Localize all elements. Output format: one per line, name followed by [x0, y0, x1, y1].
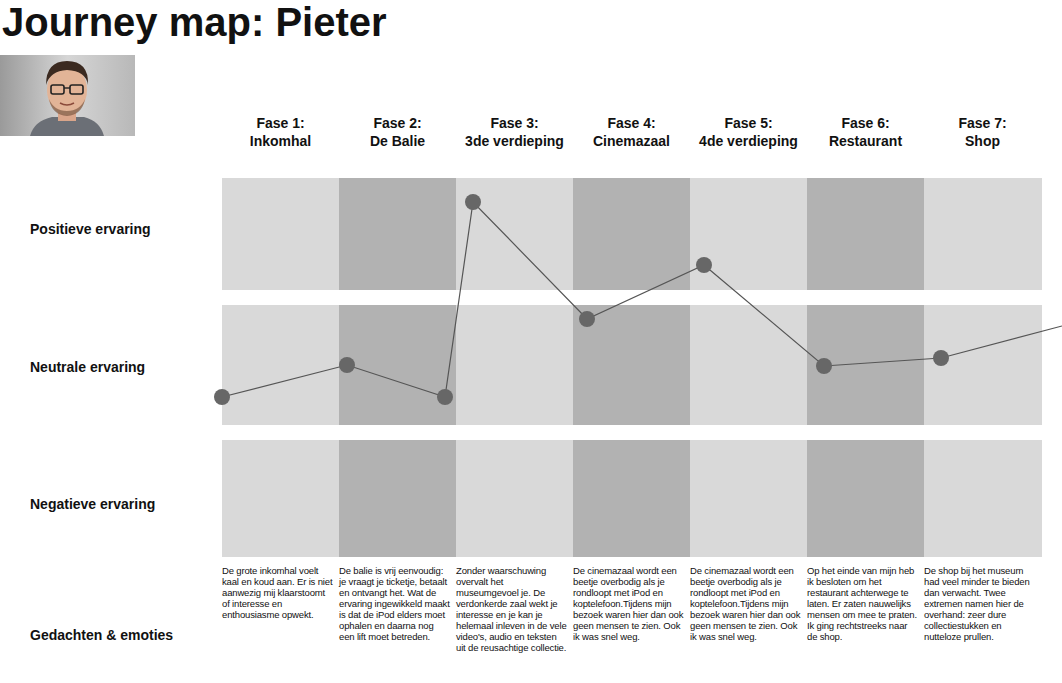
- band-row: [222, 440, 1042, 557]
- phase-column: Fase 5:4de verdieping De cinemazaal wordt…: [690, 110, 807, 683]
- row-label: Positieve ervaring: [30, 221, 151, 238]
- page-title: Journey map: Pieter: [2, 0, 387, 44]
- phase-column: Fase 1:Inkomhal De grote inkomhal voelt k…: [222, 110, 339, 683]
- phase-heading: Cinemazaal: [573, 133, 690, 150]
- phase-column: Fase 2:De Balie De balie is vrij eenvoudi…: [339, 110, 456, 683]
- phase-heading: Restaurant: [807, 133, 924, 150]
- phase-heading: Fase 5:: [690, 115, 807, 132]
- row-label: Negatieve ervaring: [30, 496, 155, 513]
- row-label: Neutrale ervaring: [30, 359, 145, 376]
- persona-photo: [0, 55, 135, 136]
- phase-heading: Fase 3:: [456, 115, 573, 132]
- phase-heading: Fase 1:: [222, 115, 339, 132]
- band-row: [222, 178, 1042, 290]
- phase-thoughts: De shop bij het museum had veel minder t…: [924, 565, 1036, 642]
- phase-heading: Shop: [924, 133, 1041, 150]
- phase-heading: 4de verdieping: [690, 133, 807, 150]
- phase-heading: Inkomhal: [222, 133, 339, 150]
- phase-thoughts: Zonder waarschuwing overvalt het museumg…: [456, 565, 568, 653]
- phase-thoughts: De grote inkomhal voelt kaal en koud aan…: [222, 565, 334, 620]
- phase-heading: Fase 4:: [573, 115, 690, 132]
- phase-thoughts: De cinemazaal wordt een beetje overbodig…: [573, 565, 685, 642]
- phase-heading: De Balie: [339, 133, 456, 150]
- phase-thoughts: De balie is vrij eenvoudig: je vraagt je…: [339, 565, 451, 642]
- phase-heading: 3de verdieping: [456, 133, 573, 150]
- row-label: Gedachten & emoties: [30, 627, 173, 644]
- curve-dots: [214, 194, 949, 405]
- phase-thoughts: De cinemazaal wordt een beetje overbodig…: [690, 565, 802, 642]
- phase-column: Fase 3:3de verdiepingZonder waarschuwing…: [456, 110, 573, 683]
- phase-heading: Fase 7:: [924, 115, 1041, 132]
- curve-line: [222, 202, 1062, 397]
- phase-column: Fase 4:Cinemazaal De cinemazaal wordt een…: [573, 110, 690, 683]
- phase-column: Fase 7:Shop De shop bij het museum had ve…: [924, 110, 1041, 683]
- phase-thoughts: Op het einde van mijn heb ik besloten om…: [807, 565, 919, 642]
- band-row: [222, 305, 1042, 425]
- phase-column: Fase 6:Restaurant Op het einde van mijn h…: [807, 110, 924, 683]
- phase-heading: Fase 6:: [807, 115, 924, 132]
- phase-heading: Fase 2:: [339, 115, 456, 132]
